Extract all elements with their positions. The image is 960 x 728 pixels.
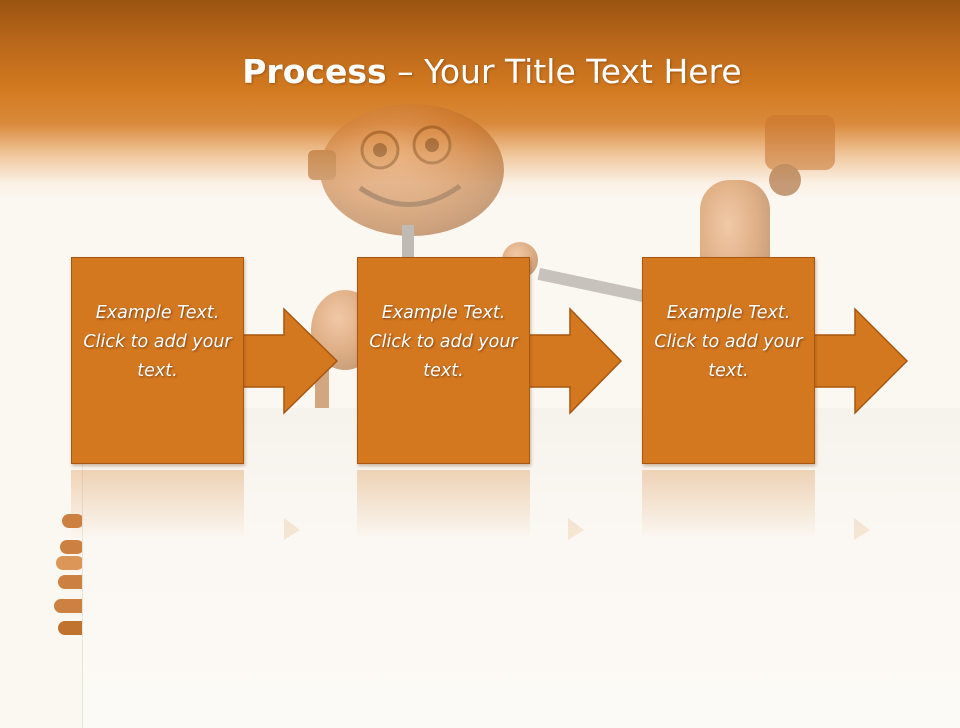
step-text: Example Text. Click to add your text. (369, 303, 518, 381)
arrow-right-icon (528, 307, 623, 415)
step-text: Example Text. Click to add your text. (83, 303, 232, 381)
title-bold: Process (242, 52, 387, 91)
slide-title[interactable]: Process – Your Title Text Here (0, 52, 960, 91)
step-text: Example Text. Click to add your text. (654, 303, 803, 381)
step-box-3[interactable]: Example Text. Click to add your text. (642, 257, 815, 464)
step-box-2[interactable]: Example Text. Click to add your text. (357, 257, 530, 464)
step-box-1[interactable]: Example Text. Click to add your text. (71, 257, 244, 464)
arrow-right-icon (813, 307, 909, 415)
title-rest: – Your Title Text Here (386, 52, 742, 91)
arrow-right-icon (242, 307, 339, 415)
